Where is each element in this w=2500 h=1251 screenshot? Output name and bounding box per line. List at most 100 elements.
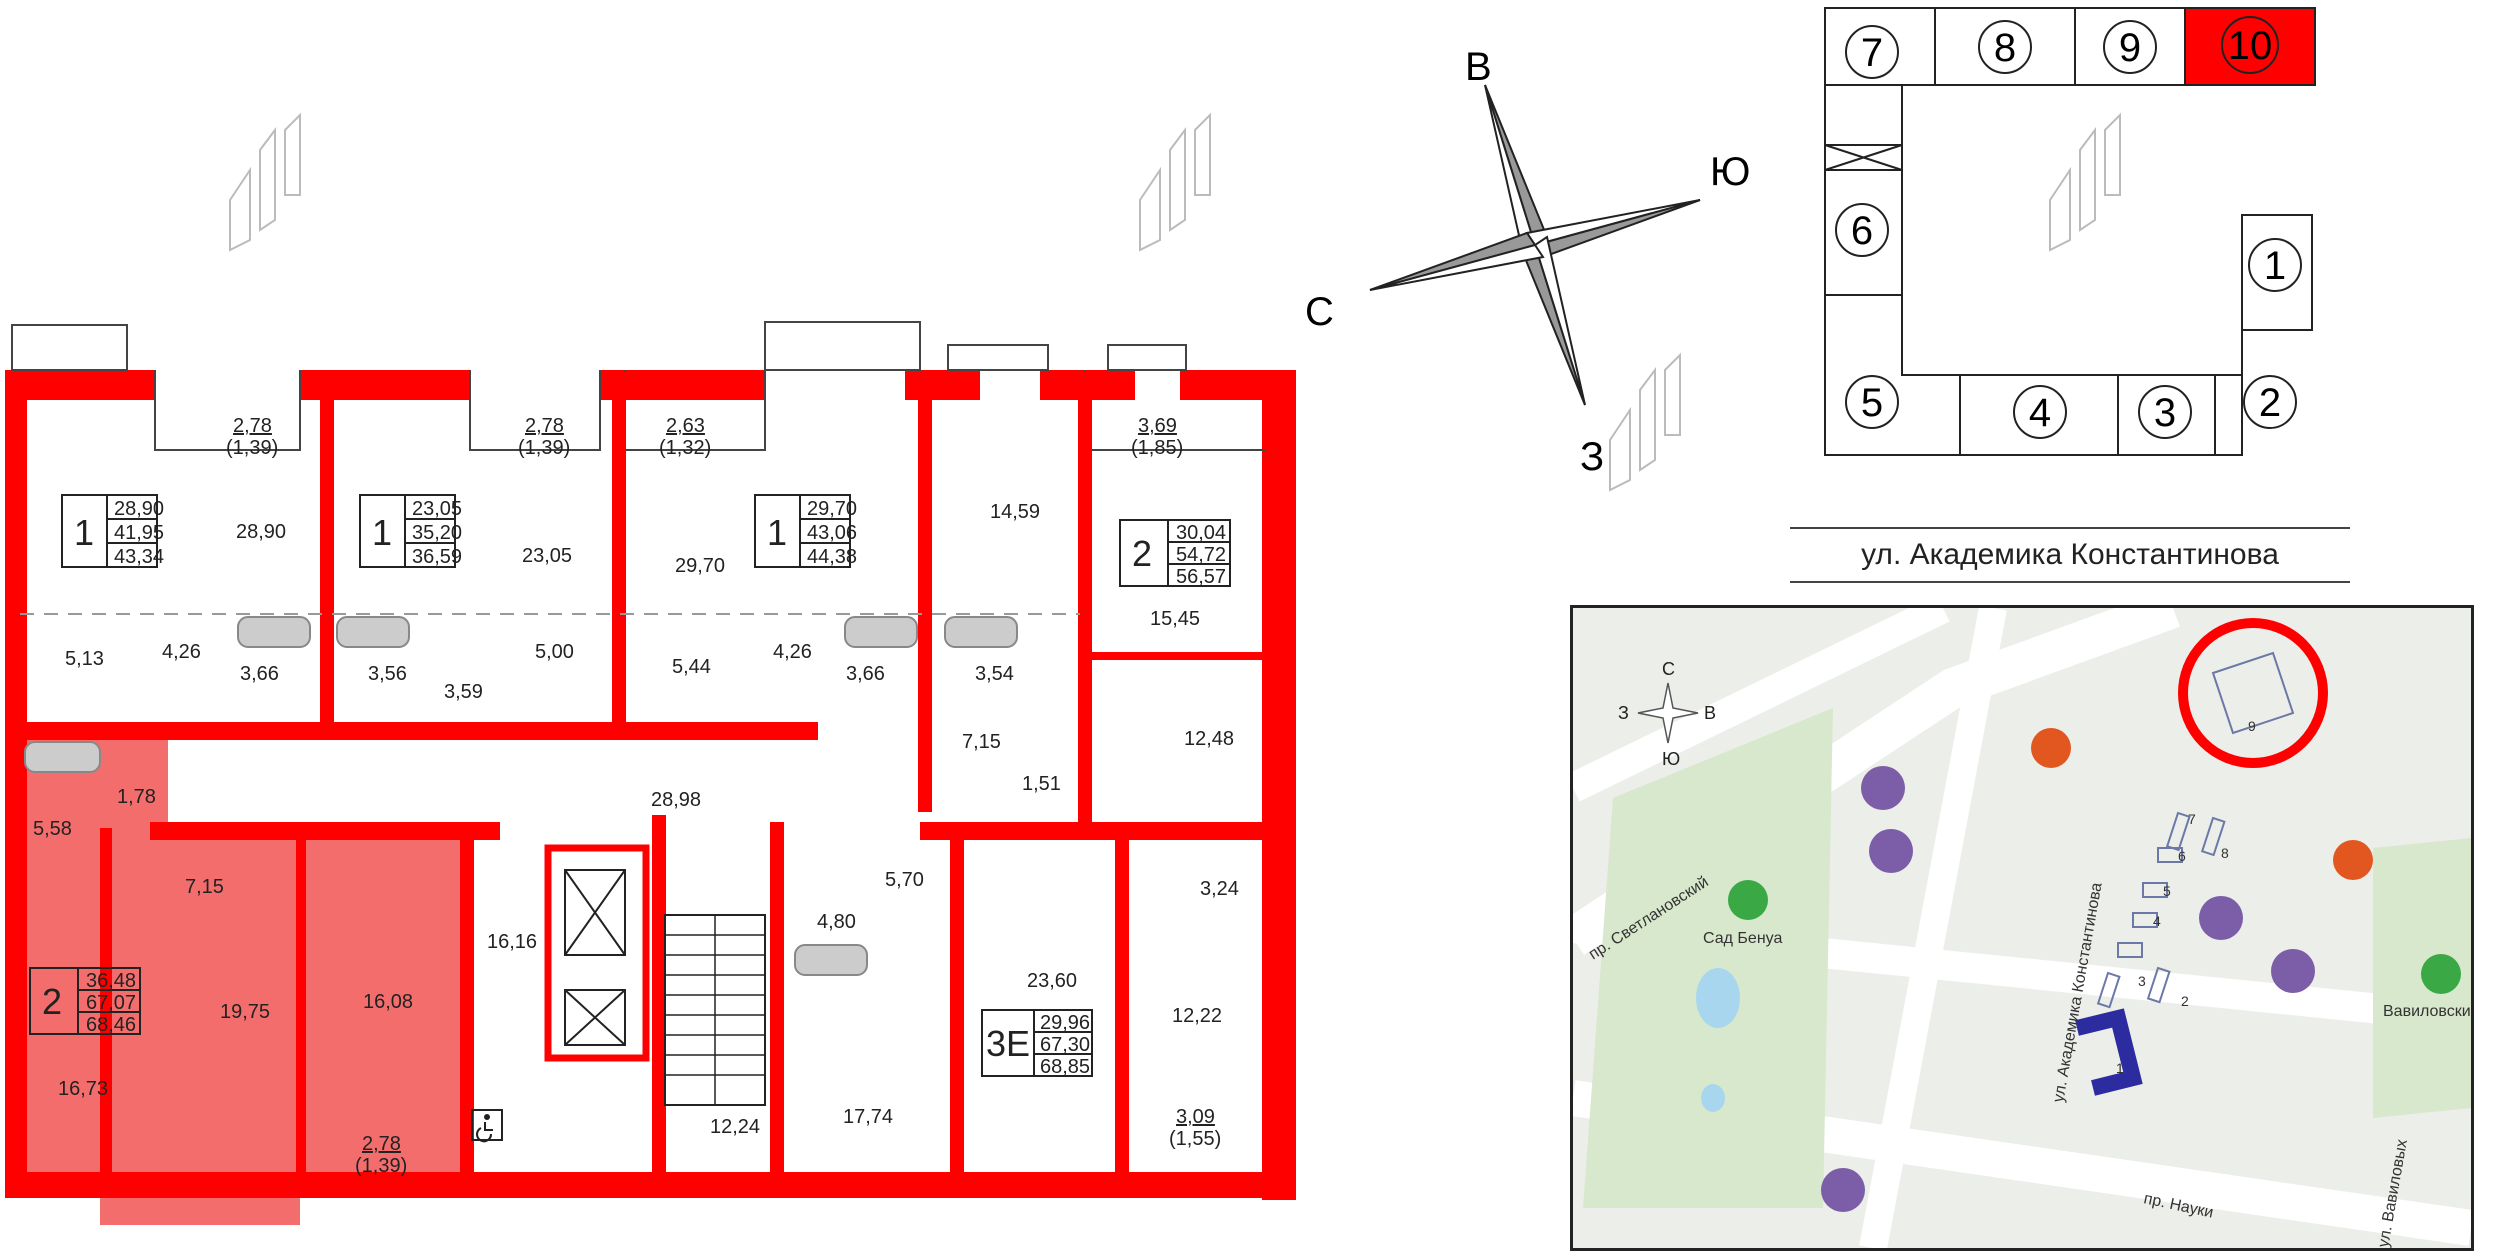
total-area: 35,20 [412,522,462,544]
room-area: 12,24 [710,1116,760,1138]
room-area: 3,54 [975,663,1014,685]
park-tree-icons [1728,880,2461,994]
map-buildings [2096,651,2295,1009]
apartment-card-2: 1 23,05 35,20 36,59 [359,494,462,568]
bathtubs [24,616,1018,976]
balconies-top [11,321,1265,451]
building-number: 4 [2153,913,2161,929]
location-map[interactable]: 9 8 7 6 5 4 3 2 1 пр. Светлановский [1570,605,2474,1251]
room-area: 3,59 [444,681,483,703]
section-6[interactable]: 6 [1835,203,1889,257]
school-icons [2031,728,2373,880]
section-10[interactable]: 10 [2221,16,2279,74]
room-area: 7,15 [185,876,224,898]
section-9[interactable]: 9 [2103,20,2157,74]
building-number: 1 [2116,1060,2124,1076]
balcony-reduced-area: (1,85) [1131,437,1183,459]
section-8[interactable]: 8 [1978,20,2032,74]
balcony-area: 2,63 [666,415,705,437]
apartment-rooms: 2 [1132,533,1152,574]
pond [1696,968,1740,1028]
room-area: 3,56 [368,663,407,685]
total-area: 54,72 [1176,544,1226,566]
section-label: 5 [1861,381,1883,425]
room-area: 23,60 [1027,970,1077,992]
section-3[interactable]: 3 [2138,385,2192,439]
apartment-card-3: 1 29,70 43,06 44,38 [754,494,857,568]
balcony-area: 2,78 [233,415,272,437]
staircase [664,914,766,1106]
room-area: 16,16 [487,931,537,953]
total-area-with-balcony: 56,57 [1176,566,1226,588]
room-area: 3,66 [846,663,885,685]
apartment-rooms: 2 [42,981,62,1022]
section-2[interactable]: 2 [2243,375,2297,429]
section-label: 1 [2264,244,2286,288]
kindergarten-icons [1821,766,2315,1212]
balcony-area: 3,69 [1138,415,1177,437]
target-building [2075,1008,2143,1096]
room-area: 12,22 [1172,1005,1222,1027]
room-area-labels: 28,90 23,05 29,70 14,59 15,45 5,13 4,26 … [33,501,1239,1138]
room-area: 16,08 [363,991,413,1013]
apartment-card-6: 3Е 29,96 67,30 68,85 [981,1009,1093,1078]
balcony-reduced-area: (1,55) [1169,1128,1221,1150]
park-label-benua: Сад Бенуа [1703,930,1782,947]
total-area: 43,06 [807,522,857,544]
room-area: 5,70 [885,869,924,891]
apartment-card-5: 2 36,48 67,07 68,46 [29,967,141,1036]
apartment-card-1: 1 28,90 41,95 43,34 [61,494,164,568]
room-area: 29,70 [675,555,725,577]
apartment-rooms: 3Е [986,1023,1030,1064]
building-number: 8 [2221,845,2229,861]
park-label-vavilovsky: Вавиловский сквер [2383,1003,2471,1020]
room-area: 4,80 [817,911,856,933]
room-area: 19,75 [220,1001,270,1023]
total-area-with-balcony: 68,46 [86,1014,136,1036]
mini-compass-east: В [1704,703,1716,723]
highlight-circle [2178,618,2328,768]
room-area: 28,90 [236,521,286,543]
balcony-labels: 2,78 (1,39) 2,78 (1,39) 2,63 (1,32) 3,69… [226,415,1221,1177]
room-area: 5,00 [535,641,574,663]
compass-label-south: Ю [1710,150,1750,194]
mini-compass-west: З [1618,703,1629,723]
room-area: 23,05 [522,545,572,567]
section-7[interactable]: 7 [1845,25,1899,79]
pond-small [1701,1084,1725,1112]
room-area: 5,13 [65,648,104,670]
apartment-rooms: 1 [372,512,392,553]
total-area: 67,30 [1040,1034,1090,1056]
section-label: 10 [2228,24,2273,68]
room-area: 15,45 [1150,608,1200,630]
building-number: 5 [2163,883,2171,899]
mini-compass-north: С [1662,659,1675,679]
living-area: 28,90 [114,498,164,520]
living-area: 36,48 [86,970,136,992]
total-area-with-balcony: 44,38 [807,546,857,568]
section-1[interactable]: 1 [2248,238,2302,292]
mini-compass-south: Ю [1662,749,1680,769]
interior-walls [18,372,1274,1182]
balcony-area: 2,78 [525,415,564,437]
section-label: 7 [1861,31,1883,75]
section-label: 9 [2119,26,2141,70]
room-area: 3,24 [1200,878,1239,900]
living-area: 29,96 [1040,1012,1090,1034]
room-area: 14,59 [990,501,1040,523]
room-area: 7,15 [962,731,1001,753]
section-5[interactable]: 5 [1845,375,1899,429]
section-label: 8 [1994,26,2016,70]
balcony-reduced-area: (1,39) [355,1155,407,1177]
building-number: 7 [2188,811,2196,827]
highlighted-apartment[interactable] [18,740,465,1225]
total-area: 67,07 [86,992,136,1014]
balcony-reduced-area: (1,39) [226,437,278,459]
room-area: 4,26 [162,641,201,663]
section-4[interactable]: 4 [2013,385,2067,439]
compass-label-west: З [1580,435,1604,479]
apartment-card-4: 2 30,04 54,72 56,57 [1119,519,1231,588]
balcony-area: 3,09 [1176,1106,1215,1128]
accessibility-icon [471,1109,503,1143]
